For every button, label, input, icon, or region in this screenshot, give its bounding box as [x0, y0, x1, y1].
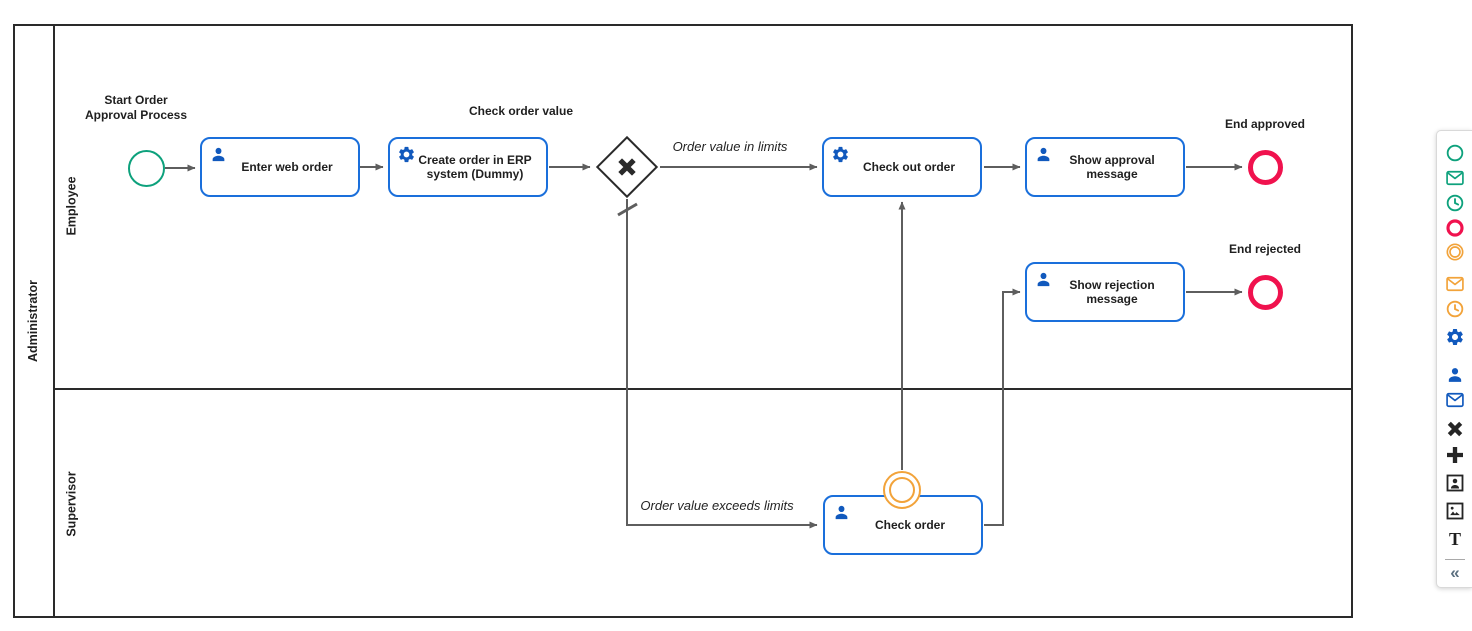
task-label: Show approval message	[1069, 153, 1155, 181]
exclusive-gateway-x-icon	[615, 155, 639, 179]
palette-message-task[interactable]	[1445, 390, 1465, 410]
start-event-label: Start Order Approval Process	[84, 93, 188, 122]
task-label: Show rejection message	[1069, 278, 1155, 306]
end-rejected-label: End rejected	[1228, 242, 1302, 256]
palette-image[interactable]	[1445, 501, 1465, 521]
service-task-icon	[831, 145, 850, 164]
flow-label-exceeds-limits: Order value exceeds limits	[640, 498, 794, 513]
palette-user-task[interactable]	[1445, 365, 1465, 385]
task-label: Check out order	[862, 160, 955, 174]
task-enter-web-order[interactable]: Enter web order	[200, 137, 360, 197]
task-create-order-erp[interactable]: Create order in ERP system (Dummy)	[388, 137, 548, 197]
flow-label-in-limits: Order value in limits	[672, 139, 788, 154]
service-task-icon	[397, 145, 416, 164]
boundary-event-inner-ring	[889, 477, 915, 503]
end-event-approved[interactable]	[1248, 150, 1283, 185]
default-flow-marker	[617, 202, 638, 217]
palette-divider	[1445, 559, 1465, 560]
palette-user-image[interactable]	[1445, 473, 1465, 493]
palette-end-event[interactable]	[1445, 218, 1465, 238]
palette-exclusive-gateway[interactable]	[1445, 419, 1465, 439]
start-event[interactable]	[128, 150, 165, 187]
lane-divider	[53, 388, 1353, 390]
sequence-flow-to-rejection[interactable]	[984, 288, 1021, 526]
palette-message-start-event[interactable]	[1445, 168, 1465, 188]
palette-parallel-gateway[interactable]	[1445, 445, 1465, 465]
task-label: Create order in ERP system (Dummy)	[418, 153, 532, 181]
pool-administrator[interactable]	[13, 24, 1353, 618]
end-event-rejected[interactable]	[1248, 275, 1283, 310]
end-approved-label: End approved	[1224, 117, 1305, 131]
user-task-icon	[209, 145, 228, 164]
palette-text-tool[interactable]: T	[1448, 529, 1461, 549]
task-check-out-order[interactable]: Check out order	[822, 137, 982, 197]
palette-message-intermediate-event[interactable]	[1445, 274, 1465, 294]
task-show-approval-message[interactable]: Show approval message	[1025, 137, 1185, 197]
user-task-icon	[832, 503, 851, 522]
element-palette: T «	[1436, 130, 1472, 588]
palette-intermediate-event[interactable]	[1445, 242, 1465, 262]
palette-service-task[interactable]	[1445, 327, 1465, 347]
task-label: Check order	[874, 518, 946, 532]
pool-header-divider	[53, 24, 55, 618]
user-task-icon	[1034, 145, 1053, 164]
sequence-flow-exceeds-limits[interactable]	[626, 199, 818, 529]
task-show-rejection-message[interactable]: Show rejection message	[1025, 262, 1185, 322]
palette-timer-start-event[interactable]	[1445, 193, 1465, 213]
palette-collapse-button[interactable]: «	[1450, 563, 1460, 582]
user-task-icon	[1034, 270, 1053, 289]
task-label: Enter web order	[241, 160, 333, 174]
palette-start-event[interactable]	[1445, 143, 1465, 163]
gateway-label: Check order value	[468, 104, 574, 118]
palette-timer-intermediate-event[interactable]	[1445, 299, 1465, 319]
